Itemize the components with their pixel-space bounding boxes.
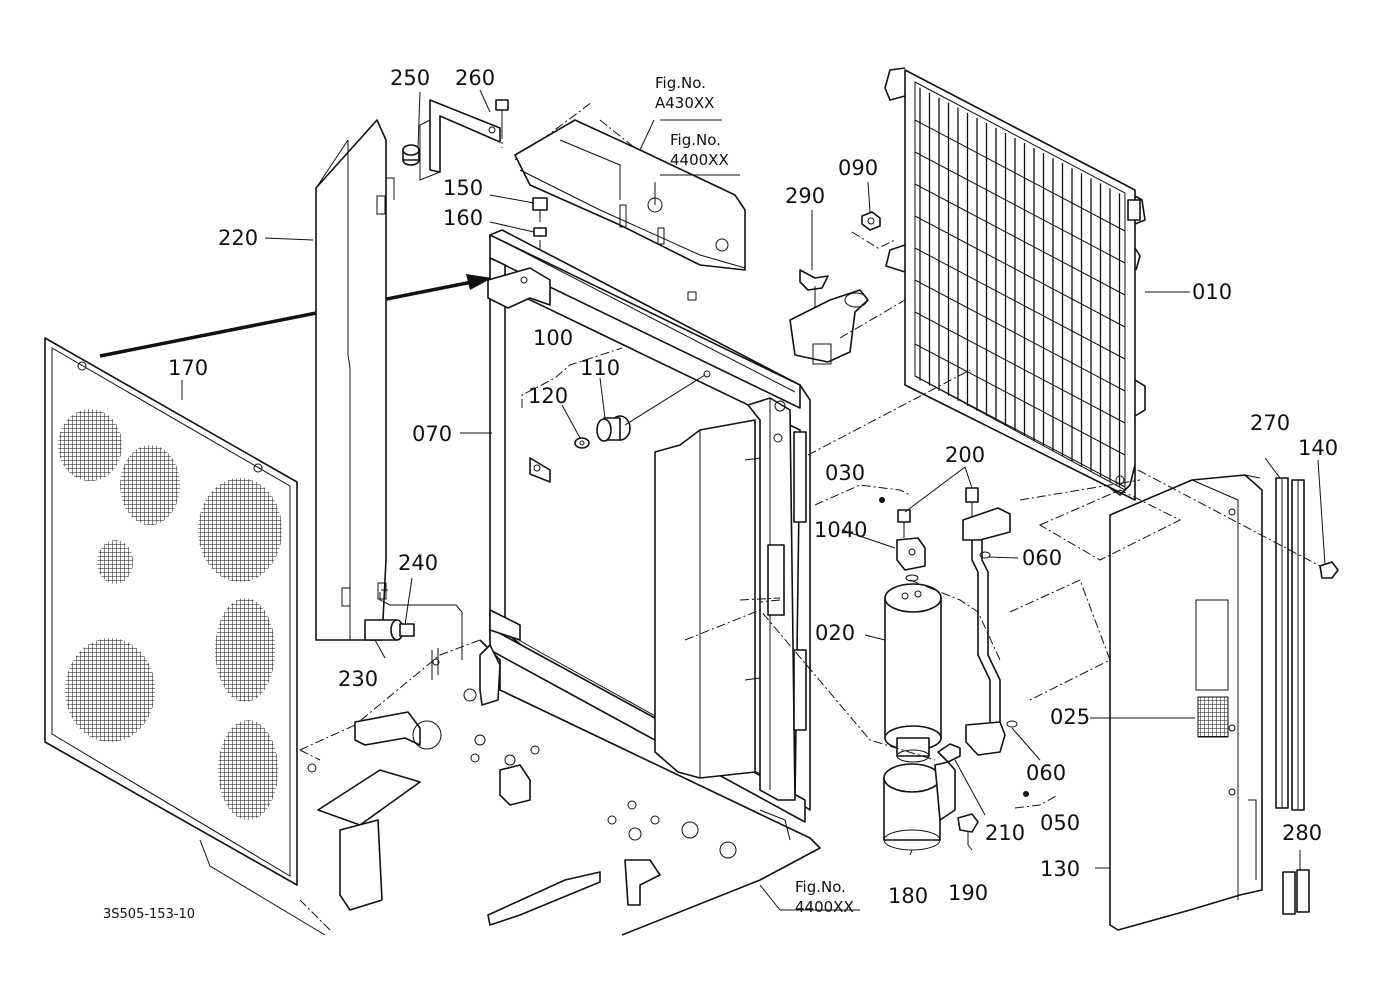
base-deck: [299, 639, 821, 936]
leader-lines: [181, 89, 1326, 911]
part-210-bolt: [937, 743, 961, 763]
figure-ref-line2: 4400XX: [795, 898, 854, 916]
part-180-clamp: [883, 761, 956, 851]
part-010-condenser: [884, 67, 1146, 501]
figure-ref-line2: 4400XX: [670, 151, 729, 169]
part-label-010: 010: [1192, 280, 1232, 304]
part-label-210: 210: [985, 821, 1025, 845]
part-label-250: 250: [390, 66, 430, 90]
part-090-nut: [851, 211, 896, 249]
part-label-110: 110: [580, 356, 620, 380]
figure-ref-4400xx-top: Fig.No. 4400XX: [670, 131, 729, 169]
part-label-090: 090: [838, 156, 878, 180]
part-280-seal-end: [1282, 869, 1310, 915]
part-label-160: 160: [443, 206, 483, 230]
part-240-bolt: [399, 623, 415, 637]
figure-ref-4400xx-bottom: Fig.No. 4400XX: [795, 878, 854, 916]
part-label-025: 025: [1050, 705, 1090, 729]
part-190-bolt: [957, 813, 979, 845]
part-label-180: 180: [888, 884, 928, 908]
part-label-150: 150: [443, 176, 483, 200]
part-label-120: 120: [528, 384, 568, 408]
part-020-receiver-drier: [884, 574, 942, 763]
part-060-o-ring-top: [979, 551, 991, 559]
part-label-220: 220: [218, 226, 258, 250]
part-label-240: 240: [398, 551, 438, 575]
figure-ref-line2: A430XX: [655, 94, 714, 112]
part-label-260: 260: [455, 66, 495, 90]
drawing-number: 3S505-153-10: [103, 907, 195, 922]
upper-cowl-plate: [514, 101, 746, 301]
part-170-front-screen: [44, 337, 326, 936]
part-label-100: 100: [533, 326, 573, 350]
part-label-230: 230: [338, 667, 378, 691]
part-060-o-ring-bottom: [1006, 720, 1018, 728]
bolt-top: [495, 99, 509, 148]
part-260-bracket: [419, 99, 501, 181]
part-230-connector: [364, 619, 404, 641]
part-140-bolt: [1319, 561, 1339, 579]
part-label-290: 290: [785, 184, 825, 208]
part-220-side-seal: [315, 119, 395, 641]
part-label-190: 190: [948, 881, 988, 905]
part-200-fitting-left: [879, 497, 926, 571]
figure-ref-line1: Fig.No.: [670, 131, 721, 149]
part-270-seal-strip: [1275, 477, 1305, 811]
figure-ref-a430xx: Fig.No. A430XX: [655, 74, 714, 112]
part-label-140: 140: [1298, 436, 1338, 460]
part-label-060b: 060: [1026, 761, 1066, 785]
part-label-170: 170: [168, 356, 208, 380]
part-label-030: 030: [825, 461, 865, 485]
part-200-fitting-right: [962, 487, 1011, 541]
part-120-washer: [574, 437, 590, 449]
part-label-020: 020: [815, 621, 855, 645]
part-250-grommet: [402, 144, 420, 166]
part-label-070: 070: [412, 422, 452, 446]
assembly-lines: [684, 299, 1182, 761]
right-top-bracket: [789, 289, 869, 365]
part-label-200: 200: [945, 443, 985, 467]
part-150-bolt: [532, 197, 548, 222]
part-label-280: 280: [1282, 821, 1322, 845]
part-label-060a: 060: [1022, 546, 1062, 570]
part-160-washer: [533, 227, 547, 237]
part-070-frame: [487, 229, 811, 823]
assembly-arrow: [99, 274, 492, 358]
pipe-line: [965, 540, 1006, 756]
part-label-1040: 1040: [814, 518, 867, 542]
figure-ref-line1: Fig.No.: [795, 878, 846, 896]
label-brackets: [521, 347, 1059, 809]
part-110-rubber-mount: [596, 415, 631, 442]
figure-ref-line1: Fig.No.: [655, 74, 706, 92]
part-label-270: 270: [1250, 411, 1290, 435]
part-130-side-cover: [1109, 474, 1263, 931]
part-label-130: 130: [1040, 857, 1080, 881]
part-label-050: 050: [1040, 811, 1080, 835]
